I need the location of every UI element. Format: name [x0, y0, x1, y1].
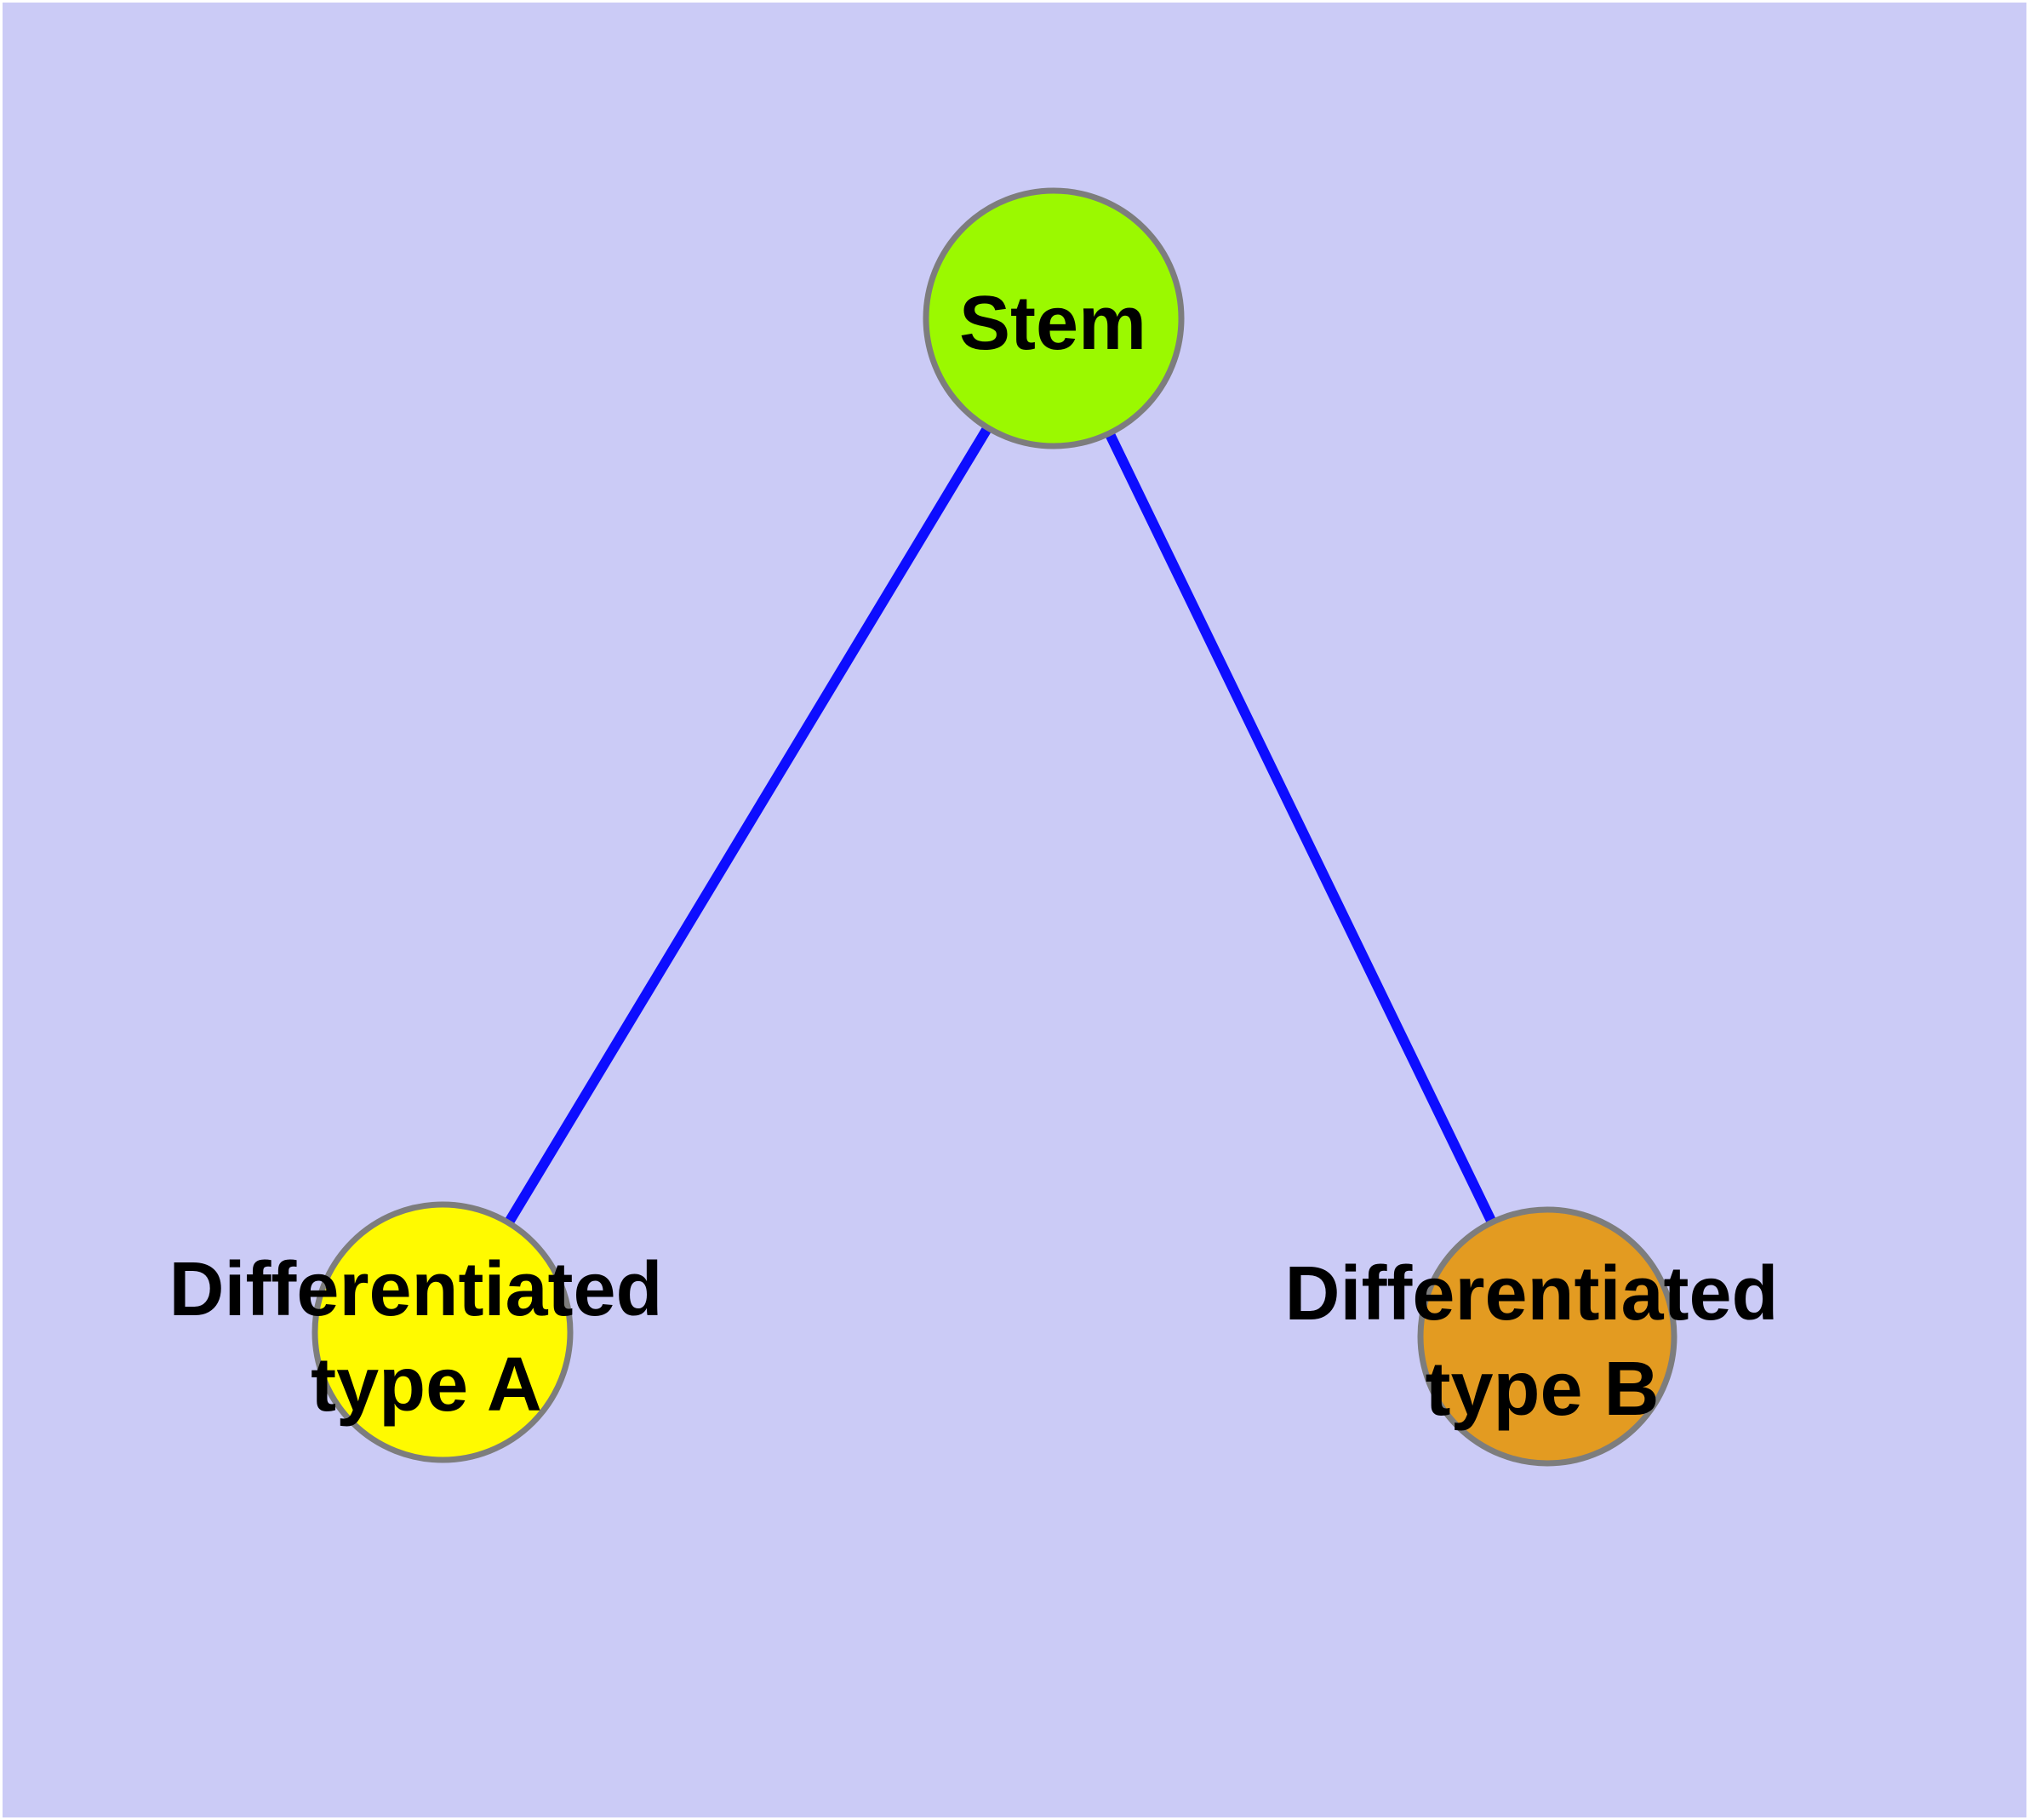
- node-type-b-label-line2: type B: [1425, 1347, 1659, 1432]
- node-type-b: [1417, 1206, 1677, 1467]
- node-stem-label: Stem: [959, 281, 1146, 366]
- node-type-b-label-line1: Differentiated: [1284, 1251, 1778, 1336]
- node-type-b-label: Differentiated type B: [1284, 1251, 1799, 1432]
- node-type-a-label-line2: type A: [311, 1342, 542, 1428]
- node-type-a-label: Differentiated type A: [169, 1247, 683, 1428]
- edge-stem-to-type-b: [1049, 316, 1552, 1339]
- edge-stem-to-type-a: [437, 315, 1059, 1336]
- node-type-a-label-line1: Differentiated: [169, 1247, 662, 1332]
- node-stem-label-line: Stem: [959, 281, 1146, 366]
- node-stem: [923, 187, 1185, 449]
- node-type-a: [311, 1201, 574, 1463]
